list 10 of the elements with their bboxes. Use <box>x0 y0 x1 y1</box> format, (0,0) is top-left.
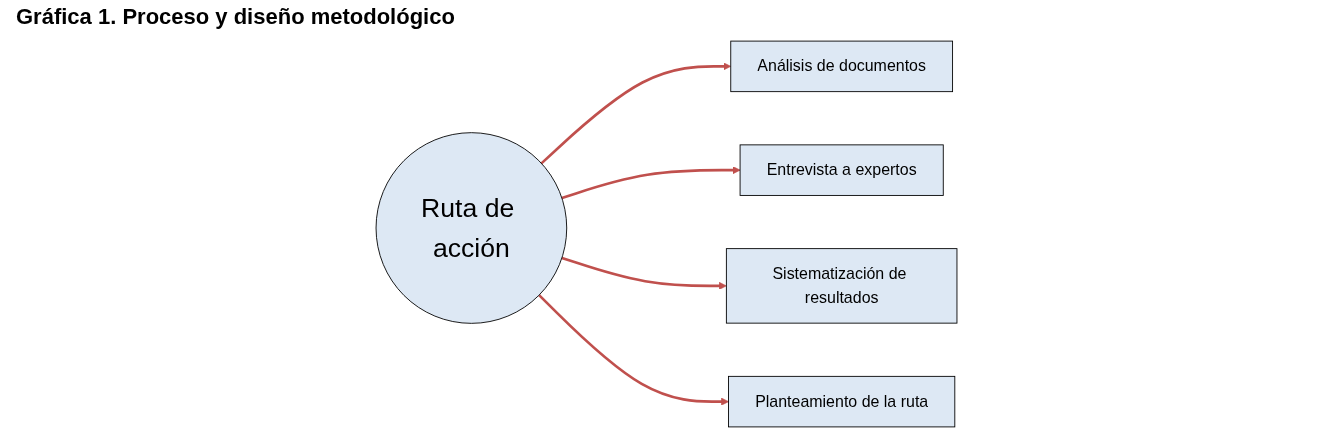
arrow <box>561 166 740 200</box>
arrow <box>540 62 731 165</box>
diagram-title: Gráfica 1. Proceso y diseño metodológico <box>16 4 456 30</box>
node-box: Análisis de documentos <box>729 40 953 93</box>
node-box: Sistematización de resultados <box>725 248 957 324</box>
arrow <box>561 256 727 290</box>
arrow <box>537 294 729 406</box>
node-box: Planteamiento de la ruta <box>727 375 955 428</box>
node-box: Entrevista a expertos <box>739 144 944 196</box>
node-circle: Ruta de acción <box>375 132 567 324</box>
